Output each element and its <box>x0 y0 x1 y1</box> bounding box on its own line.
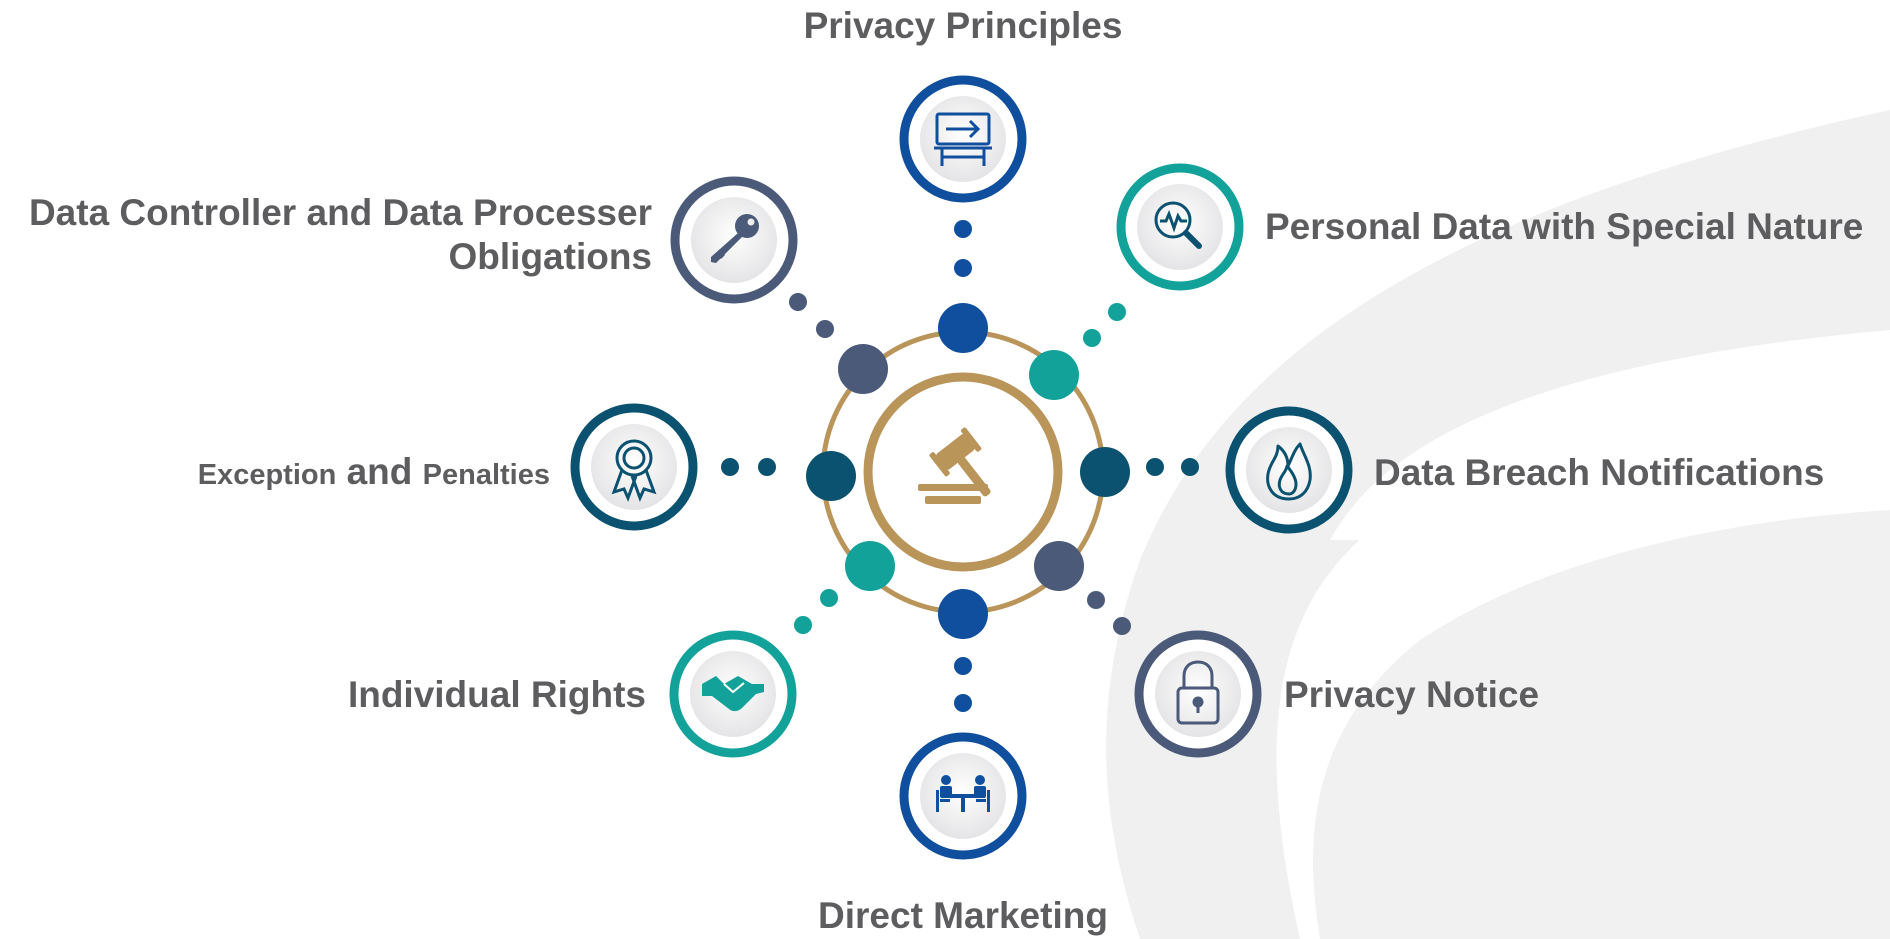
label-privacy-principles: Privacy Principles <box>803 5 1123 46</box>
node-privacy-notice <box>1134 630 1262 758</box>
node-exception-penalties <box>570 403 698 531</box>
background-watermark <box>1106 110 1890 939</box>
signboard-arrow-icon <box>934 112 992 166</box>
handshake-icon <box>702 676 764 712</box>
magnifier-pulse-icon <box>1154 201 1202 249</box>
node-personal-data <box>1116 163 1244 291</box>
center-hub <box>863 372 1063 572</box>
label-data-controller: Data Controller and Data Processer Oblig… <box>0 191 652 279</box>
label-individual-rights: Individual Rights <box>347 674 646 715</box>
label-exception-part2: and <box>346 451 413 492</box>
label-data-controller-line1: Data Controller and Data Processer <box>28 192 652 233</box>
connector-dots <box>721 220 1199 712</box>
node-individual-rights <box>669 630 797 758</box>
node-data-breach <box>1225 406 1353 534</box>
padlock-icon <box>1176 660 1220 725</box>
ring-dots <box>806 303 1130 639</box>
label-exception-penalties: Exception and Penalties <box>120 450 550 497</box>
key-icon <box>711 214 759 263</box>
award-ribbon-icon <box>611 439 657 503</box>
node-data-controller <box>670 176 798 304</box>
label-exception-part1: Exception <box>197 459 337 491</box>
label-personal-data: Personal Data with Special Nature <box>1265 206 1864 247</box>
node-privacy-principles <box>899 75 1027 203</box>
label-direct-marketing: Direct Marketing <box>818 895 1108 936</box>
node-direct-marketing <box>899 732 1027 860</box>
flame-icon <box>1266 442 1312 501</box>
gavel-icon <box>918 427 991 504</box>
label-privacy-notice: Privacy Notice <box>1284 674 1540 715</box>
label-data-breach: Data Breach Notifications <box>1374 452 1825 493</box>
label-exception-part3: Penalties <box>422 459 550 491</box>
meeting-table-icon <box>936 775 990 812</box>
label-data-controller-line2: Obligations <box>448 236 653 277</box>
